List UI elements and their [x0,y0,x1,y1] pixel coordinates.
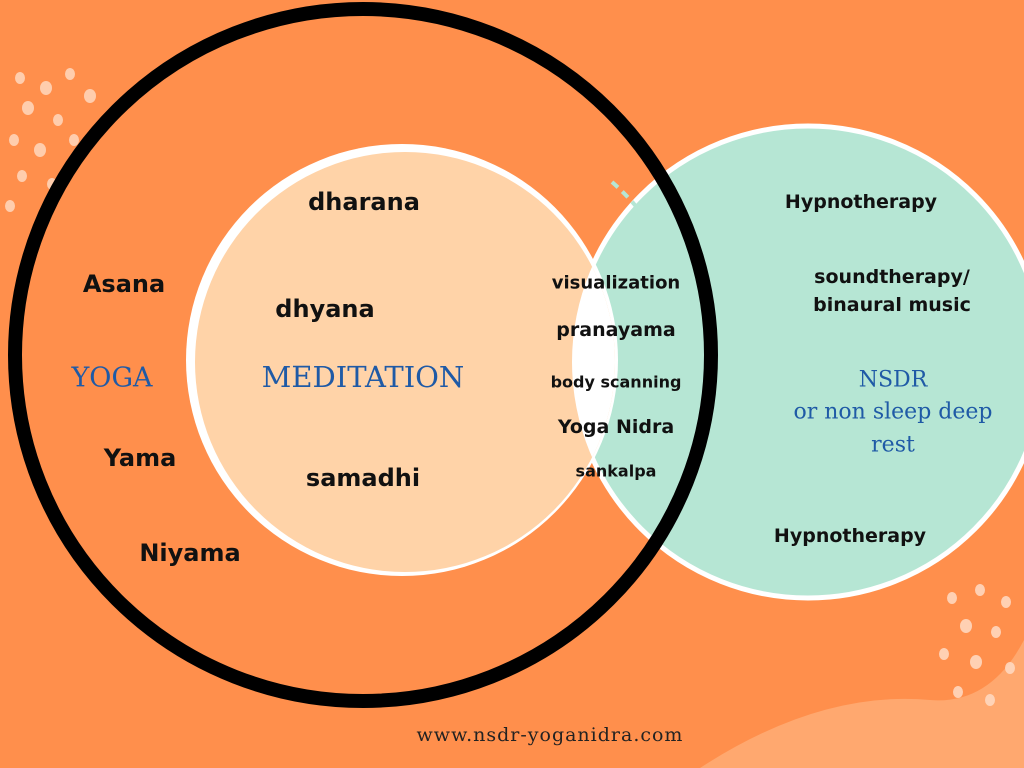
meditation-circle [195,152,615,572]
meditation-item-dhyana: dhyana [275,295,375,323]
nsdr-title-line-1: NSDR [858,367,928,393]
overlap-item-visualization: visualization [551,272,681,294]
meditation-title: MEDITATION [261,360,465,394]
decorative-dots-bottom-right [939,584,1015,706]
nsdr-item-binaural-music: binaural music [813,294,971,316]
yoga-ring [8,2,718,708]
nsdr-title-line-2: or non sleep deep [793,399,993,425]
yoga-item-yama: Yama [103,444,177,472]
overlap-item-pranayama: pranayama [556,319,676,341]
overlap-dashed-edge [610,180,692,371]
meditation-item-samadhi: samadhi [305,464,421,492]
nsdr-item-hypnotherapy-top: Hypnotherapy [784,191,938,213]
nsdr-item-hypnotherapy-bottom: Hypnotherapy [773,525,927,547]
decorative-swoosh-bottom-right [700,640,1024,768]
overlap-item-yoga-nidra: Yoga Nidra [557,416,675,438]
footer-website-url[interactable]: www.nsdr-yoganidra.com [416,724,684,746]
nsdr-item-soundtherapy: soundtherapy/ [814,266,970,288]
meditation-item-dharana: dharana [308,188,420,216]
yoga-title: YOGA [71,362,153,394]
overlap-item-body-scanning: body scanning [550,372,682,392]
nsdr-title-line-3: rest [871,432,915,458]
yoga-item-niyama: Niyama [139,539,241,567]
yoga-item-asana: Asana [82,270,166,298]
overlap-item-sankalpa: sankalpa [575,461,657,481]
